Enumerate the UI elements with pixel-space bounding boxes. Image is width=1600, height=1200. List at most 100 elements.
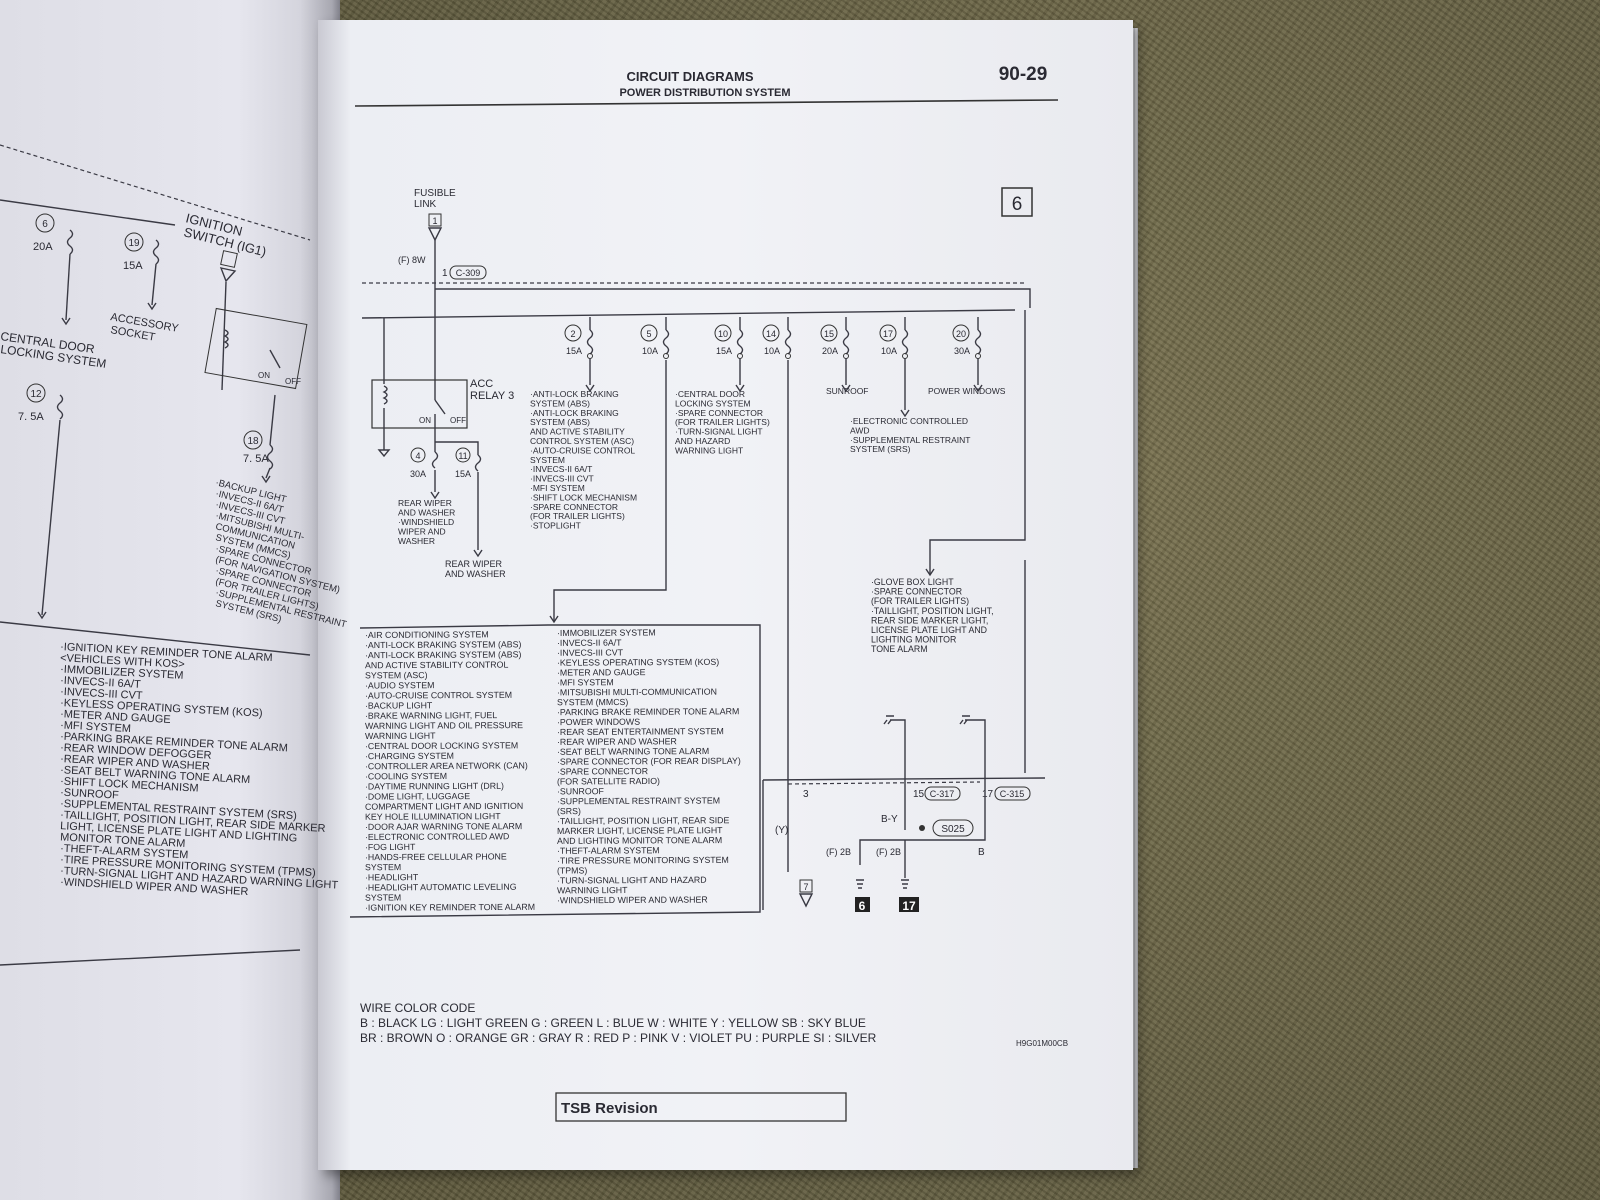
load-item: ·SUPPLEMENTAL RESTRAINT SYSTEM bbox=[557, 795, 720, 806]
load-item: WIPER AND bbox=[398, 527, 446, 537]
load-item: (SRS) bbox=[557, 806, 581, 816]
svg-text:S025: S025 bbox=[941, 824, 965, 835]
svg-text:18: 18 bbox=[247, 436, 259, 447]
load-item: ·SPARE CONNECTOR (FOR REAR DISPLAY) bbox=[557, 756, 741, 767]
load-item: WASHER bbox=[398, 536, 435, 546]
load-item: SYSTEM (ASC) bbox=[365, 670, 428, 680]
page-subtitle: POWER DISTRIBUTION SYSTEM bbox=[619, 87, 790, 99]
svg-text:6: 6 bbox=[859, 899, 866, 913]
load-item: ·AIR CONDITIONING SYSTEM bbox=[365, 629, 489, 640]
load-item: ·SUNROOF bbox=[557, 786, 605, 796]
load-item: COMPARTMENT LIGHT AND IGNITION bbox=[365, 801, 523, 812]
fuse-amperage: 15A bbox=[716, 346, 732, 356]
load-item: ·INVECS-II 6A/T bbox=[60, 675, 141, 691]
svg-text:ON: ON bbox=[419, 416, 431, 425]
load-item: AND HAZARD bbox=[675, 436, 730, 446]
wire-color-code: WIRE COLOR CODE B : BLACK LG : LIGHT GRE… bbox=[360, 1001, 1068, 1048]
load-item: ·HANDS-FREE CELLULAR PHONE bbox=[365, 851, 507, 862]
load-item: (FOR TRAILER LIGHTS) bbox=[530, 511, 625, 521]
svg-text:(Y): (Y) bbox=[775, 825, 788, 836]
load-item: SYSTEM bbox=[530, 455, 565, 465]
load-item: ·TAILLIGHT, POSITION LIGHT, bbox=[871, 606, 994, 616]
svg-text:BR : BROWN O : ORANGE GR :: BR : BROWN O : ORANGE GR : GRAY R : RED … bbox=[360, 1031, 877, 1045]
load-item: LICENSE PLATE LIGHT AND bbox=[871, 625, 987, 635]
svg-text:REAR WIPER: REAR WIPER bbox=[445, 559, 503, 569]
load-item: MARKER LIGHT, LICENSE PLATE LIGHT bbox=[557, 825, 723, 836]
diagram-index: 6 bbox=[1012, 194, 1023, 215]
load-item: ·IMMOBILIZER SYSTEM bbox=[557, 627, 656, 638]
load-item: ·HEADLIGHT bbox=[365, 872, 419, 882]
page-number: 90-29 bbox=[999, 64, 1048, 85]
fuse-amperage: 10A bbox=[881, 346, 897, 356]
load-item: SYSTEM bbox=[365, 862, 401, 872]
left-load-list: ·IGNITION KEY REMINDER TONE ALARM<VEHICL… bbox=[60, 641, 339, 898]
glovebox-branch: ·GLOVE BOX LIGHT·SPARE CONNECTOR(FOR TRA… bbox=[871, 310, 1026, 654]
load-item: ·FOG LIGHT bbox=[365, 842, 416, 852]
load-item: AND LIGHTING MONITOR TONE ALARM bbox=[557, 835, 722, 846]
load-item: SYSTEM (ABS) bbox=[530, 417, 590, 427]
fuse-number-circle bbox=[820, 324, 838, 342]
load-item: ·SUPPLEMENTAL RESTRAINT bbox=[850, 435, 970, 445]
svg-text:WIRE COLOR CODE: WIRE COLOR CODE bbox=[360, 1001, 475, 1015]
load-item: ·CENTRAL DOOR LOCKING SYSTEM bbox=[365, 740, 518, 751]
load-item: ·IGNITION KEY REMINDER TONE ALARM bbox=[365, 902, 535, 913]
load-item: ·TIRE PRESSURE MONITORING SYSTEM bbox=[557, 855, 729, 866]
load-item: ·POWER WINDOWS bbox=[557, 717, 640, 727]
load-list-col2: ·IMMOBILIZER SYSTEM·INVECS-II 6A/T·INVEC… bbox=[557, 627, 741, 905]
load-item: REAR WIPER bbox=[398, 498, 452, 508]
load-item: ·INVECS-II 6A/T bbox=[530, 464, 592, 474]
load-item: ·BRAKE WARNING LIGHT, FUEL bbox=[365, 710, 497, 721]
svg-text:B: B bbox=[978, 847, 985, 858]
svg-text:3: 3 bbox=[803, 789, 809, 800]
load-item: ·CONTROLLER AREA NETWORK (CAN) bbox=[365, 760, 528, 771]
svg-text:30A: 30A bbox=[410, 469, 426, 479]
load-item: AWD bbox=[850, 425, 870, 435]
left-page-diagram: 6 20A 19 15A ACCESSORY SOCKET CENTRAL DO… bbox=[0, 144, 348, 966]
load-item: SYSTEM (ABS) bbox=[530, 398, 590, 408]
load-item: ·INVECS-III CVT bbox=[60, 686, 143, 702]
svg-text:(F) 2B: (F) 2B bbox=[826, 847, 851, 857]
load-item: (FOR TRAILER LIGHTS) bbox=[871, 596, 969, 606]
svg-text:ACC: ACC bbox=[470, 378, 493, 390]
load-item: ·AUTO-CRUISE CONTROL SYSTEM bbox=[365, 690, 512, 701]
load-item: ·INVECS-II 6A/T bbox=[557, 638, 622, 648]
fuse-number-circle bbox=[762, 324, 780, 342]
svg-text:1: 1 bbox=[442, 268, 448, 279]
svg-text:C-309: C-309 bbox=[456, 268, 481, 278]
load-item: ·CHARGING SYSTEM bbox=[365, 751, 454, 761]
svg-text:LINK: LINK bbox=[414, 199, 437, 210]
fuse-number: 2 bbox=[570, 329, 575, 339]
page-header: CIRCUIT DIAGRAMS POWER DISTRIBUTION SYST… bbox=[354, 64, 1059, 217]
load-item: SYSTEM (SRS) bbox=[850, 444, 911, 454]
load-box: ·AIR CONDITIONING SYSTEM·ANTI-LOCK BRAKI… bbox=[349, 624, 761, 918]
fuse-number: 17 bbox=[883, 329, 893, 339]
fuse-number-circle bbox=[879, 324, 897, 342]
load-item: WARNING LIGHT AND OIL PRESSURE bbox=[365, 720, 523, 731]
svg-text:C-317: C-317 bbox=[930, 789, 955, 799]
load-item: ·WINDSHIELD WIPER AND WASHER bbox=[557, 895, 708, 906]
fuse-number-circle bbox=[714, 324, 732, 342]
load-item: ·HEADLIGHT AUTOMATIC LEVELING bbox=[365, 882, 517, 893]
load-item: ·THEFT-ALARM SYSTEM bbox=[557, 845, 660, 856]
fuse-amperage: 30A bbox=[954, 346, 970, 356]
load-item: ·DOME LIGHT, LUGGAGE bbox=[365, 791, 470, 802]
load-item: ·ANTI-LOCK BRAKING SYSTEM (ABS) bbox=[365, 639, 522, 650]
load-item: AND ACTIVE STABILITY bbox=[530, 427, 625, 437]
load-item: REAR SIDE MARKER LIGHT, bbox=[871, 615, 988, 625]
load-item: ·ELECTRONIC CONTROLLED bbox=[850, 416, 968, 426]
svg-text:7. 5A: 7. 5A bbox=[243, 453, 269, 465]
load-item: (FOR SATELLITE RADIO) bbox=[557, 776, 660, 787]
load-item: KEY HOLE ILLUMINATION LIGHT bbox=[365, 811, 501, 822]
svg-text:17: 17 bbox=[902, 899, 916, 913]
fuse-amperage: 10A bbox=[642, 346, 658, 356]
load-item: ·REAR WIPER AND WASHER bbox=[557, 736, 677, 747]
load-item: TONE ALARM bbox=[871, 644, 928, 654]
load-item: ·TAILLIGHT, POSITION LIGHT, REAR SIDE bbox=[557, 815, 730, 826]
svg-text:7: 7 bbox=[803, 882, 808, 892]
load-item: ·SPARE CONNECTOR bbox=[871, 587, 962, 597]
load-item: (FOR TRAILER LIGHTS) bbox=[675, 417, 770, 427]
load-item: CONTROL SYSTEM (ASC) bbox=[530, 436, 634, 446]
load-item: ·METER AND GAUGE bbox=[60, 708, 171, 726]
